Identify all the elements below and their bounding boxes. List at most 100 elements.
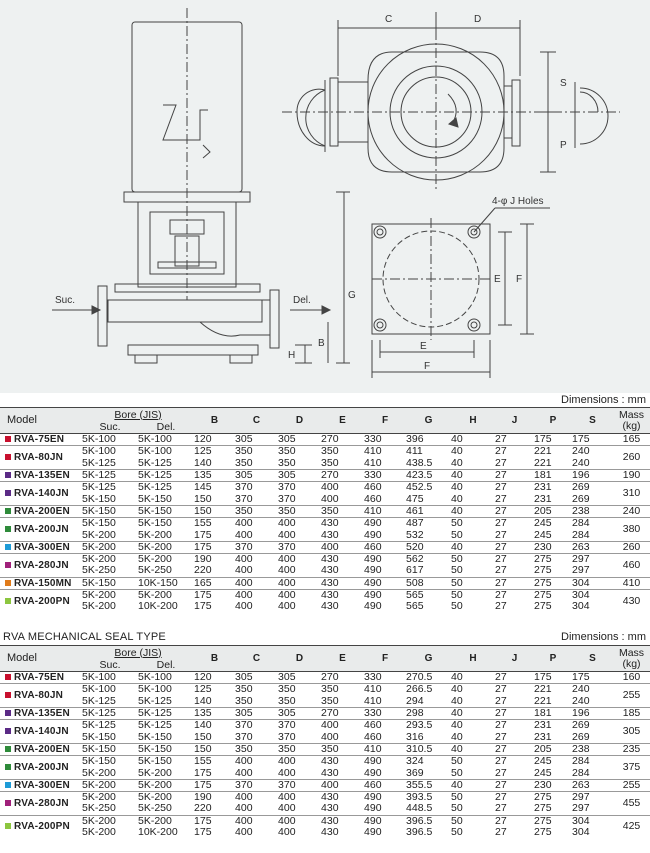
- table-cell: 5K-200: [82, 767, 116, 779]
- model-cell: RVA-200PN: [0, 814, 82, 839]
- model-name: RVA-80JN: [14, 452, 64, 464]
- table-cell: 400: [278, 565, 296, 577]
- table-cell: 460: [364, 731, 382, 743]
- table-cell: 245: [534, 529, 552, 541]
- table-cell: 410: [364, 457, 382, 469]
- model-color-swatch: [5, 799, 11, 806]
- mass-cell: 425: [613, 814, 650, 839]
- table-cell: 298: [406, 706, 452, 720]
- table-cell: 508: [406, 576, 452, 590]
- delivery-arrowhead: [321, 305, 332, 315]
- model-color-swatch: [5, 674, 11, 681]
- table-cell: 5K-200: [82, 790, 138, 804]
- table-cell: 240: [572, 695, 590, 707]
- table-cell: 400: [235, 588, 279, 602]
- mass-cell: 160: [622, 671, 641, 684]
- model-cell: RVA-75EN: [0, 434, 82, 446]
- table-cell: 27: [495, 601, 507, 613]
- table-cell: 5K-200: [82, 529, 116, 541]
- table-cell: 400: [235, 767, 253, 779]
- table-cell: 370: [235, 719, 279, 732]
- table-cell: 400: [278, 601, 296, 613]
- table-cell: 430: [321, 814, 365, 827]
- gland: [157, 261, 217, 269]
- table-cell: 140: [194, 719, 236, 732]
- label-h: H: [288, 350, 295, 361]
- top-view: [282, 12, 620, 190]
- model-color-swatch: [5, 579, 11, 586]
- table-cell: 145: [194, 481, 236, 494]
- table-cell: 400: [235, 814, 279, 827]
- table-cell: 305: [278, 433, 296, 446]
- table-cell: 140: [194, 457, 212, 469]
- table-cell: 27: [495, 742, 535, 756]
- model-cell: RVA-140JN: [0, 481, 82, 506]
- table-cell: 304: [572, 588, 614, 602]
- table-cell: 10K-150: [138, 576, 195, 590]
- table-cell: 5K-250: [138, 803, 172, 815]
- table-cell: 350: [321, 504, 365, 518]
- table-cell: 27: [495, 731, 507, 743]
- table-cell: 40: [451, 778, 496, 792]
- table-cell: 400: [235, 826, 253, 838]
- base-foot-right: [229, 354, 253, 364]
- table-cell: 150: [194, 742, 236, 756]
- model-name: RVA-280JN: [14, 559, 69, 571]
- table-cell: 350: [235, 504, 279, 518]
- dimensions-label-1: Dimensions : mm: [561, 394, 646, 406]
- table-cell: 410: [364, 445, 407, 458]
- table-cell: 27: [495, 493, 507, 505]
- table-cell: 350: [321, 457, 339, 469]
- table-cell: 350: [321, 742, 365, 756]
- header-c: C: [235, 407, 279, 434]
- table-cell: 430: [321, 588, 365, 602]
- table-cell: 175: [194, 826, 212, 838]
- volute-inner: [389, 65, 483, 159]
- table-cell: 263: [572, 540, 614, 554]
- table-cell: 120: [194, 433, 212, 446]
- table-cell: 155: [194, 755, 236, 768]
- table-cell: 5K-150: [138, 731, 172, 743]
- dimensions-note-2: Dimensions : mm: [0, 630, 650, 644]
- mass-cell: 380: [613, 517, 650, 542]
- table-cell: 294: [406, 695, 424, 707]
- table-cell: 270: [321, 468, 365, 482]
- table-cell: 430: [321, 755, 365, 768]
- table-cell: 5K-150: [138, 504, 195, 518]
- table-cell: 490: [364, 826, 382, 838]
- model-name: RVA-200EN: [14, 743, 70, 755]
- model-name: RVA-200JN: [14, 523, 69, 535]
- dimensions-label-2: Dimensions : mm: [561, 631, 646, 643]
- table-cell: 438.5: [406, 457, 433, 469]
- table-cell: 27: [495, 504, 535, 518]
- table-cell: 370: [235, 493, 253, 505]
- table-cell: 270: [321, 433, 339, 446]
- table-cell: 461: [406, 504, 452, 518]
- table-cell: 350: [235, 683, 279, 696]
- model-name: RVA-75EN: [14, 434, 65, 446]
- table-cell: 275: [534, 552, 573, 566]
- table-cell: 400: [235, 552, 279, 566]
- table-cell: 562: [406, 552, 452, 566]
- table-cell: 400: [235, 517, 279, 530]
- label-del: Del.: [293, 295, 311, 306]
- header-h: H: [451, 645, 496, 672]
- model-name: RVA-200PN: [14, 821, 70, 833]
- header-mass-unit: (kg): [622, 419, 641, 432]
- table-cell: 205: [534, 504, 573, 518]
- table-cell: 275: [534, 814, 573, 827]
- table-cell: 370: [278, 719, 322, 732]
- table-cell: 411: [406, 445, 452, 458]
- table-cell: 5K-200: [82, 814, 138, 827]
- table-cell: 40: [451, 493, 463, 505]
- casing-body: [107, 299, 263, 323]
- table-cell: 490: [364, 588, 407, 602]
